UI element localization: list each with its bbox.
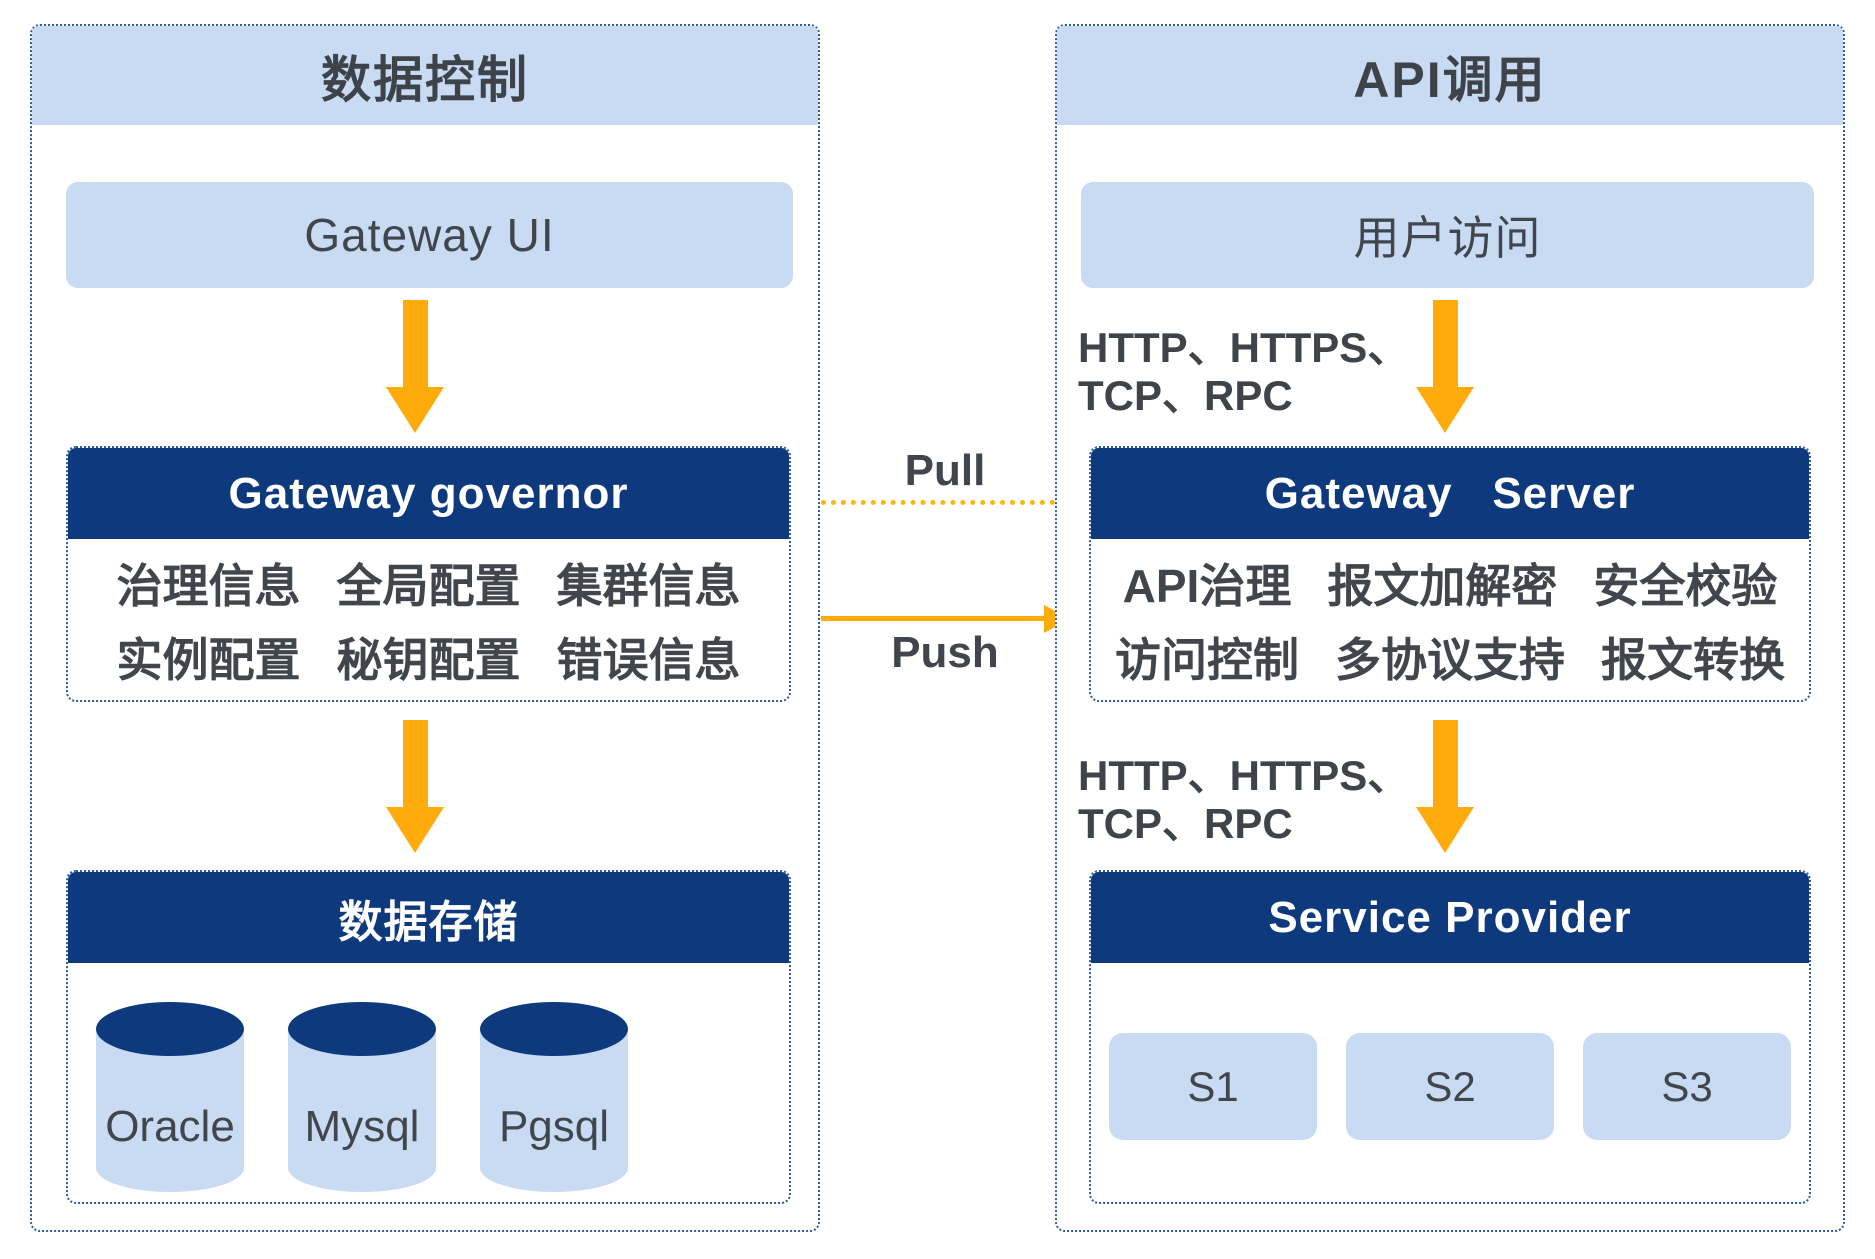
protocol-line: HTTP、HTTPS、 (1078, 752, 1410, 799)
arrow-head (1416, 387, 1474, 433)
governor-item: 秘钥配置 (336, 633, 521, 686)
gateway-ui-box: Gateway UI (66, 182, 793, 288)
database-label: Pgsql (498, 1102, 610, 1151)
gateway-server-box: Gateway Server API治理 报文加解密 安全校验 访问控制 多协议… (1089, 446, 1811, 702)
database-cylinder: Oracle (96, 1002, 244, 1192)
server-body: API治理 报文加解密 安全校验 访问控制 多协议支持 报文转换 (1091, 539, 1809, 700)
server-item: API治理 (1122, 559, 1292, 612)
service-box: S3 (1583, 1033, 1791, 1140)
governor-item: 错误信息 (556, 633, 741, 686)
server-title: Gateway Server (1264, 468, 1636, 518)
service-provider-box: Service Provider S1 S2 S3 (1089, 870, 1811, 1204)
push-arrow-line-icon (821, 616, 1046, 621)
server-header: Gateway Server (1091, 448, 1809, 539)
protocol-label-top: HTTP、HTTPS、 TCP、RPC (1078, 324, 1409, 420)
protocol-line: TCP、RPC (1078, 372, 1293, 419)
panel-title: 数据控制 (321, 51, 529, 108)
panel-title: API调用 (1353, 51, 1547, 108)
server-item: 报文转换 (1601, 633, 1785, 686)
arrow-head (1416, 807, 1474, 853)
protocol-line: HTTP、HTTPS、 (1078, 324, 1410, 371)
arrow-head (386, 807, 444, 853)
database-cylinder-top (480, 1002, 628, 1056)
api-call-panel: API调用 用户访问 HTTP、HTTPS、 TCP、RPC Gateway S… (1055, 24, 1845, 1232)
governor-body: 治理信息 全局配置 集群信息 实例配置 秘钥配置 错误信息 (68, 539, 789, 700)
arrow-shaft (1432, 720, 1458, 807)
storage-title: 数据存储 (338, 897, 519, 947)
server-item-row: API治理 报文加解密 安全校验 (1123, 550, 1778, 616)
arrow-shaft (402, 300, 428, 387)
user-access-box: 用户访问 (1081, 182, 1814, 288)
pull-dotted-line-icon (821, 500, 1055, 505)
storage-body: Oracle Mysql Pgsql (68, 963, 789, 1202)
storage-header: 数据存储 (68, 872, 789, 963)
server-item: 报文加解密 (1327, 559, 1558, 612)
database-cylinder-top (288, 1002, 436, 1056)
user-access-label: 用户访问 (1353, 212, 1542, 264)
governor-title: Gateway governor (228, 468, 629, 518)
provider-header: Service Provider (1091, 872, 1809, 963)
gateway-ui-label: Gateway UI (304, 209, 555, 261)
governor-item: 实例配置 (116, 633, 301, 686)
server-item: 安全校验 (1593, 559, 1778, 612)
provider-title: Service Provider (1268, 892, 1632, 942)
governor-item-row: 实例配置 秘钥配置 错误信息 (117, 624, 741, 690)
database-cylinder-top (96, 1002, 244, 1056)
database-label: Oracle (105, 1102, 235, 1151)
data-control-panel-header: 数据控制 (32, 26, 818, 125)
data-control-panel: 数据控制 Gateway UI Gateway governor 治理信息 全局… (30, 24, 820, 1232)
database-cylinder: Pgsql (480, 1002, 628, 1192)
database-cylinder-body: Mysql (288, 1028, 436, 1192)
push-label: Push (891, 628, 999, 677)
database-label: Mysql (304, 1102, 420, 1151)
database-cylinder: Mysql (288, 1002, 436, 1192)
protocol-label-bottom: HTTP、HTTPS、 TCP、RPC (1078, 752, 1409, 848)
server-item-row: 访问控制 多协议支持 报文转换 (1115, 624, 1785, 690)
server-item: 访问控制 (1115, 633, 1299, 686)
down-arrow-icon (386, 300, 444, 433)
server-item: 多协议支持 (1335, 633, 1565, 686)
data-storage-box: 数据存储 Oracle Mysql Pgsql (66, 870, 791, 1204)
down-arrow-icon (1416, 720, 1474, 853)
governor-item: 集群信息 (556, 559, 741, 612)
governor-item-row: 治理信息 全局配置 集群信息 (117, 550, 741, 616)
pull-label: Pull (904, 446, 986, 495)
protocol-line: TCP、RPC (1078, 800, 1293, 847)
arrow-head (386, 387, 444, 433)
api-call-panel-header: API调用 (1057, 26, 1843, 125)
provider-body: S1 S2 S3 (1091, 1033, 1809, 1140)
arrow-shaft (402, 720, 428, 807)
governor-item: 全局配置 (336, 559, 521, 612)
service-box: S2 (1346, 1033, 1554, 1140)
arrow-shaft (1432, 300, 1458, 387)
service-box: S1 (1109, 1033, 1317, 1140)
gateway-governor-box: Gateway governor 治理信息 全局配置 集群信息 实例配置 秘钥配… (66, 446, 791, 702)
governor-item: 治理信息 (116, 559, 301, 612)
governor-header: Gateway governor (68, 448, 789, 539)
down-arrow-icon (1416, 300, 1474, 433)
down-arrow-icon (386, 720, 444, 853)
